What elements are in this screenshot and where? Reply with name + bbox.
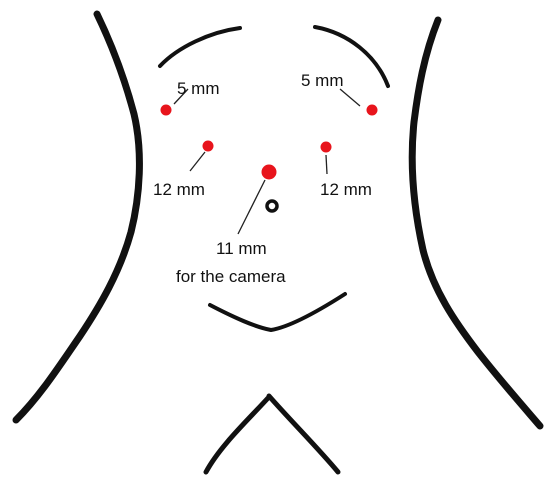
leader-mid-left — [190, 152, 205, 171]
navel — [267, 201, 277, 211]
port-marker-mid-right — [321, 142, 332, 153]
groin-left-curve — [206, 398, 268, 472]
port-marker-mid-left — [203, 141, 214, 152]
lower-abdomen-curve — [210, 294, 345, 330]
label-camera-caption: for the camera — [176, 267, 286, 286]
label-mid-left: 12 mm — [153, 180, 205, 199]
left-rib-arc — [160, 28, 240, 66]
port-marker-upper-left — [161, 105, 172, 116]
leader-mid-right — [326, 155, 327, 174]
port-marker-upper-right — [367, 105, 378, 116]
left-torso-outline — [16, 14, 139, 420]
label-camera-size: 11 mm — [216, 239, 267, 258]
label-upper-right: 5 mm — [301, 71, 344, 90]
leader-camera — [238, 180, 265, 234]
label-mid-right: 12 mm — [320, 180, 372, 199]
leader-upper-right — [340, 89, 360, 106]
groin-right-curve — [269, 396, 338, 472]
label-upper-left: 5 mm — [177, 79, 220, 98]
right-torso-outline — [412, 20, 540, 426]
port-marker-camera — [262, 165, 277, 180]
